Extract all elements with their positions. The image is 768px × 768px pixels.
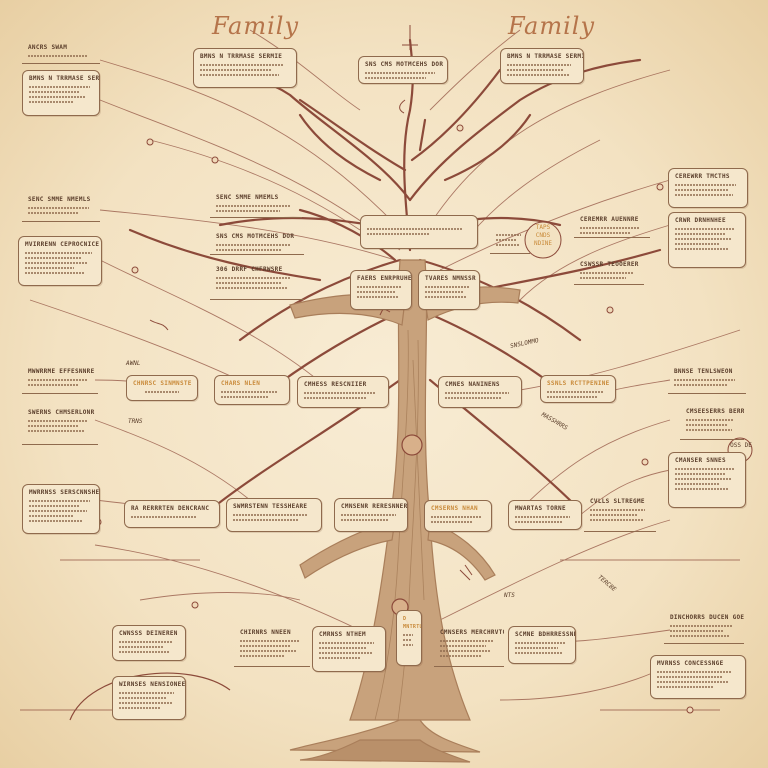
branch-label: TRNS (128, 418, 143, 425)
person-name: BMNS N TRRMASE SERMIE (507, 53, 584, 60)
person-name: CEREWRR TMCTHS (675, 173, 730, 180)
person-card[interactable]: 306 DRRF CHFRWSRE (210, 262, 304, 300)
person-card[interactable]: CRWR DRNHNHEE (668, 212, 746, 268)
title-family-right: Family (508, 12, 595, 40)
person-card[interactable]: CHIRNRS NNEEN (234, 625, 310, 667)
tree-trunk (289, 259, 521, 763)
person-name: CHARS NLEN (221, 380, 261, 387)
person-card[interactable]: CMSERNS NHAN (424, 500, 492, 532)
person-name: CWNSSS DEINEREN (119, 630, 178, 637)
person-card[interactable]: CEREMRR AUENNRE (574, 212, 650, 238)
person-name: SENC SMME NMEMLS (216, 194, 279, 201)
person-card[interactable]: FAERS ENRPRUHE (350, 270, 412, 310)
branch-label: NTS (504, 592, 515, 599)
person-name: TVARES NMNSSR (425, 275, 476, 282)
person-name: BMNS N TRRMASE SERMIE (29, 75, 100, 82)
person-card[interactable]: BMNS N TRRMASE SERMIE (500, 48, 584, 84)
person-name: SENC SMME NMEMLS (28, 196, 91, 203)
person-card[interactable] (490, 228, 530, 254)
person-name: SWERNS CHMSERLONR (28, 409, 95, 416)
person-name: CHNRSC SINMNSTE (133, 380, 192, 387)
person-card[interactable]: ANCRS SWAM (22, 40, 100, 64)
person-name: RA RERRRTEN DENCRANC (131, 505, 210, 512)
title-family-left: Family (212, 12, 299, 40)
person-name: MWARTAS TORNE (515, 505, 566, 512)
person-name: CMNSERS MERCHRVTON (440, 629, 504, 636)
person-name: CHIRNRS NNEEN (240, 629, 291, 636)
person-card[interactable]: TVARES NMNSSR (418, 270, 480, 310)
person-card[interactable]: SENC SMME NMEMLS (22, 192, 100, 222)
person-name: CMSEESERRS BERRECL (686, 408, 744, 415)
person-name: CVLLS SLTREGME (590, 498, 645, 505)
circle-note: OSS DE (730, 442, 752, 449)
person-card[interactable]: SNS CMS MOTMCEHS DOR (358, 56, 448, 84)
person-name: SSNLS RCTTPENINE (547, 380, 610, 387)
person-card[interactable]: CHNRSC SINMNSTE (126, 375, 198, 401)
person-name: 306 DRRF CHFRWSRE (216, 266, 283, 273)
person-name: MWWRRME EFFESNNRE (28, 368, 95, 375)
person-card[interactable]: MVRNSS CONCESSNGE (650, 655, 746, 699)
person-card[interactable]: D MNTRTUR (396, 610, 422, 666)
branch-label: AWNL (126, 360, 141, 367)
person-name: CMSERNS NHAN (431, 505, 478, 512)
root-card[interactable] (360, 215, 478, 249)
person-card[interactable]: MWRRNSS SERSCNNSHE (22, 484, 100, 534)
person-name: ANCRS SWAM (28, 44, 68, 51)
person-name: SNS CMS MOTMCEHS DOR (365, 61, 444, 68)
person-name: CMNSENR RERESNNER (341, 503, 408, 510)
person-name: SWMRSTENN TESSHEARE (233, 503, 308, 510)
person-card[interactable]: CVLLS SLTREGME (584, 494, 656, 532)
decorative-arc (69, 672, 231, 721)
person-name: BMNS N TRRMASE SERMIE (200, 53, 283, 60)
person-name: CMRNSS NTHEM (319, 631, 366, 638)
person-card[interactable]: SENC SMME NMEMLS (210, 190, 302, 218)
person-name: D MNTRTUR (403, 616, 421, 630)
person-card[interactable]: MWARTAS TORNE (508, 500, 582, 530)
person-card[interactable]: CHARS NLEN (214, 375, 290, 405)
person-card[interactable]: CMSEESERRS BERRECL (680, 404, 744, 440)
person-card[interactable]: CMANSER SNNES (668, 452, 746, 508)
person-name: BNNSE TENLSWEON (674, 368, 733, 375)
person-card[interactable]: SSNLS RCTTPENINE (540, 375, 616, 403)
person-card[interactable]: WIRNSES NENSIONEE (112, 676, 186, 720)
person-card[interactable]: CMNES NANINENS (438, 376, 522, 408)
person-card[interactable]: BMNS N TRRMASE SERMIE (193, 48, 297, 88)
person-name: CMNES NANINENS (445, 381, 500, 388)
person-card[interactable]: BMNS N TRRMASE SERMIE (22, 70, 100, 116)
person-card[interactable]: CMRNSS NTHEM (312, 626, 386, 672)
person-card[interactable]: CWNSSS DEINEREN (112, 625, 186, 661)
person-card[interactable]: SWMRSTENN TESSHEARE (226, 498, 322, 532)
person-card[interactable]: DINCHORRS DUCEN GOEEE (664, 610, 744, 644)
person-name: CMHESS RESCNIIER (304, 381, 367, 388)
person-name: MVRNSS CONCESSNGE (657, 660, 724, 667)
person-card[interactable]: CMHESS RESCNIIER (297, 376, 389, 408)
circle-note: TAPS CNDS NDINE (533, 224, 553, 247)
person-name: CSWSSR TEOOERER (580, 261, 639, 268)
person-name: CMANSER SNNES (675, 457, 726, 464)
trunk-texture (374, 329, 425, 721)
person-card[interactable]: BNNSE TENLSWEON (668, 364, 746, 394)
person-name: DINCHORRS DUCEN GOEEE (670, 614, 744, 621)
person-card[interactable]: CSWSSR TEOOERER (574, 257, 644, 285)
person-name: WIRNSES NENSIONEE (119, 681, 186, 688)
person-card[interactable]: CEREWRR TMCTHS (668, 168, 748, 208)
person-name: CRWR DRNHNHEE (675, 217, 726, 224)
person-name: MWRRNSS SERSCNNSHE (29, 489, 100, 496)
person-card[interactable]: RA RERRRTEN DENCRANC (124, 500, 220, 528)
person-card[interactable]: CMNSERS MERCHRVTON (434, 625, 504, 667)
person-card[interactable]: SWERNS CHMSERLONR (22, 405, 98, 445)
person-card[interactable]: SCMNE BDHRRESSNE (508, 626, 576, 664)
person-name: SNS CMS MOTMCEHS DOR (216, 233, 295, 240)
person-name: MVIRRENN CEPROCNICE (25, 241, 100, 248)
person-card[interactable]: CMNSENR RERESNNER (334, 498, 408, 532)
person-name: FAERS ENRPRUHE (357, 275, 412, 282)
person-card[interactable]: SNS CMS MOTMCEHS DOR (210, 229, 304, 255)
person-name: CEREMRR AUENNRE (580, 216, 639, 223)
person-card[interactable]: MWWRRME EFFESNNRE (22, 364, 98, 394)
person-name: SCMNE BDHRRESSNE (515, 631, 576, 638)
person-card[interactable]: MVIRRENN CEPROCNICE (18, 236, 102, 286)
